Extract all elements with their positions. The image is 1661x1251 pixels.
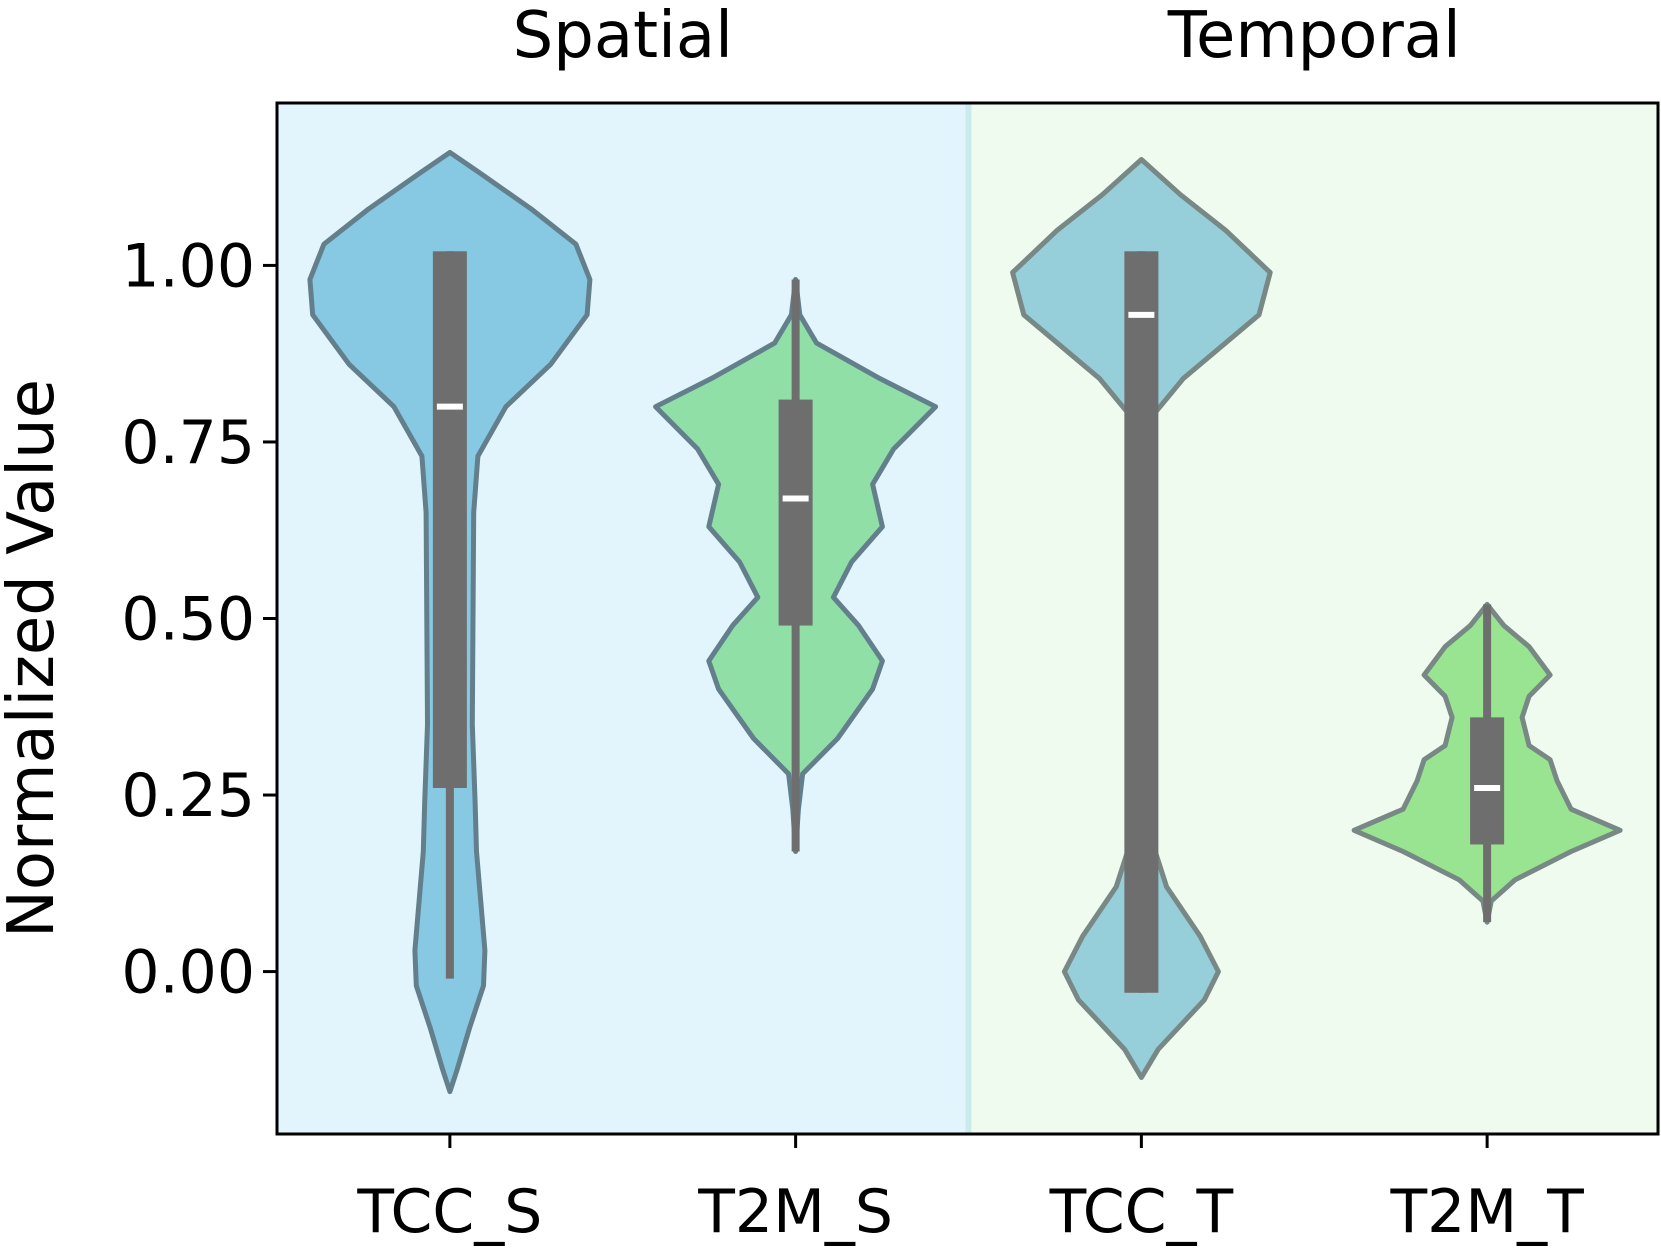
group-label-0: Spatial — [513, 0, 733, 73]
x-tick-label-0: TCC_S — [356, 1177, 542, 1247]
label-layer: Spatial Temporal 0.00 0.25 0.50 0.75 1.00TCC_S… — [0, 0, 1584, 1247]
x-tick-label-3: T2M_T — [1390, 1177, 1585, 1247]
x-tick-label-1: T2M_S — [697, 1177, 893, 1247]
x-tick-label-2: TCC_T — [1049, 1177, 1234, 1247]
group-label-1: Temporal — [1167, 0, 1461, 73]
iqr-box-TCC_T — [1124, 251, 1159, 993]
axes-layer — [263, 101, 1660, 1148]
y-tick-label-3: 0.75 — [121, 408, 255, 478]
y-tick-label-4: 1.00 — [121, 231, 255, 301]
violin-layer — [307, 149, 1623, 1095]
y-tick-label-2: 0.50 — [121, 585, 255, 655]
iqr-box-T2M_T — [1470, 717, 1505, 845]
y-axis-label: Normalized Value — [0, 379, 69, 938]
iqr-box-T2M_S — [778, 399, 813, 626]
y-tick-label-0: 0.00 — [121, 938, 255, 1008]
iqr-box-TCC_S — [432, 251, 467, 788]
y-tick-label-1: 0.25 — [121, 761, 255, 831]
